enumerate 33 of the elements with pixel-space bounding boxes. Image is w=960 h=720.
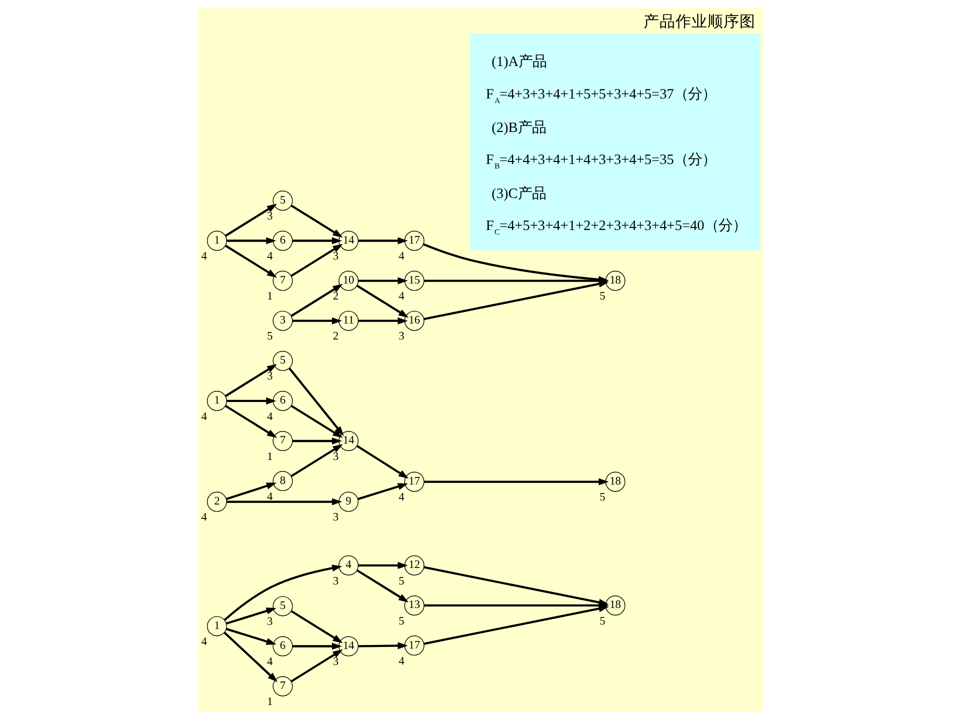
node-label: 3 <box>266 370 272 383</box>
node-label: 2 <box>332 330 338 343</box>
node-label: 5 <box>398 575 404 588</box>
node-label: 4 <box>266 250 272 263</box>
node-label: 5 <box>599 492 605 504</box>
node-label: 4 <box>200 410 206 423</box>
node-label: 3 <box>332 575 338 588</box>
node-label: 4 <box>200 512 206 524</box>
node-label: 4 <box>398 250 404 263</box>
node-label: 4 <box>398 290 404 303</box>
node-label: 4 <box>266 410 272 423</box>
node-label: 3 <box>266 616 272 628</box>
node-label: 1 <box>266 450 272 463</box>
node-label: 5 <box>599 615 605 628</box>
node-label: 1 <box>266 290 272 303</box>
node-label: 5 <box>266 330 272 343</box>
node-label: 4 <box>266 656 272 668</box>
node-label: 3 <box>332 512 338 524</box>
node-label: 3 <box>266 210 272 222</box>
diagram-title: 产品作业顺序图 <box>643 14 756 31</box>
node-label: 3 <box>332 250 338 263</box>
node-label: 3 <box>332 656 338 668</box>
node-label: 2 <box>332 290 338 303</box>
node-label: 4 <box>200 250 206 263</box>
node-label: 3 <box>332 450 338 463</box>
node-label: 4 <box>200 636 206 648</box>
node-label: 5 <box>398 615 404 628</box>
node-label: 4 <box>398 492 404 504</box>
node-label: 3 <box>398 330 404 343</box>
node-label: 1 <box>266 696 272 708</box>
node-label: 4 <box>266 490 272 503</box>
node-label: 4 <box>398 655 404 668</box>
node-label: 5 <box>599 290 605 303</box>
